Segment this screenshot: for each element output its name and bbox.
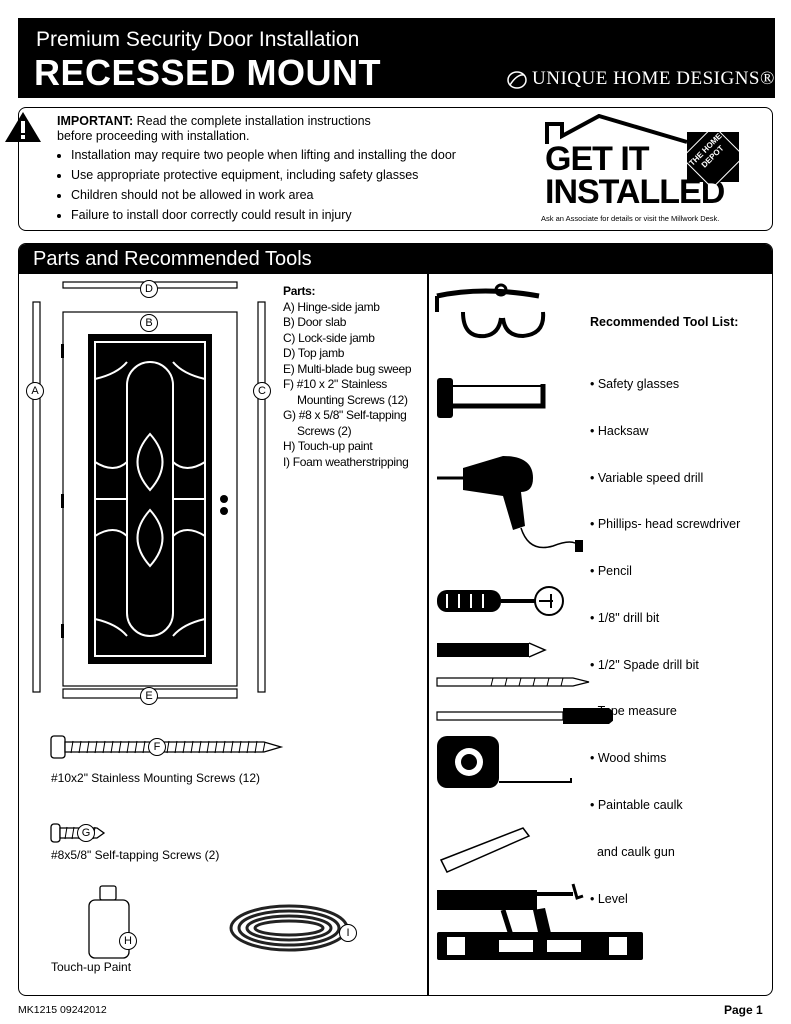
screw-f-caption: #10x2" Stainless Mounting Screws (12) — [51, 771, 261, 785]
brand-leaf-icon — [507, 71, 527, 89]
part-label-f: F — [148, 738, 166, 756]
document-code: MK1215 09242012 — [18, 1004, 107, 1016]
screw-g-caption: #8x5/8" Self-tapping Screws (2) — [51, 848, 220, 862]
get-it-installed-promo: GET IT INSTALLED THE HOME DEPOT Ask an A… — [537, 114, 763, 226]
home-depot-logo: THE HOME DEPOT — [681, 125, 745, 189]
tool-item: • Level — [590, 891, 628, 906]
parts-item: B) Door slab — [283, 315, 347, 329]
parts-item: I) Foam weatherstripping — [283, 454, 409, 469]
variable-speed-drill-icon — [437, 456, 583, 552]
touch-up-paint-bottle — [88, 885, 130, 959]
parts-item: D) Top jamb — [283, 346, 345, 360]
mounting-screw-illustration — [50, 735, 284, 759]
important-bullet: Children should not be allowed in work a… — [71, 188, 456, 203]
tool-item: • 1/2" Spade drill bit — [590, 657, 699, 672]
part-label-b: B — [140, 314, 158, 332]
tool-list: Recommended Tool List: • Safety glasses … — [590, 284, 740, 938]
header-banner: Premium Security Door Installation RECES… — [18, 18, 775, 98]
tool-item: • Pencil — [590, 564, 632, 579]
part-label-h: H — [119, 932, 137, 950]
door-parts-diagram — [32, 281, 266, 699]
important-bullet: Installation may require two people when… — [71, 148, 456, 163]
important-bullets: Installation may require two people when… — [57, 148, 456, 223]
tool-item: • Phillips- head screwdriver — [590, 517, 741, 532]
important-text: IMPORTANT: Read the complete installatio… — [57, 114, 456, 228]
part-label-e: E — [140, 687, 158, 705]
parts-item: Mounting Screws (12) — [297, 392, 408, 407]
part-label-g: G — [77, 824, 95, 842]
spade-drill-bit-icon — [436, 708, 613, 724]
tools-heading: Recommended Tool List: — [590, 315, 739, 330]
header-title: RECESSED MOUNT — [34, 52, 382, 93]
part-label-a: A — [26, 382, 44, 400]
section-title: Parts and Recommended Tools — [19, 244, 772, 274]
tool-item: • 1/8" drill bit — [590, 610, 660, 625]
tool-item: • Wood shims — [590, 751, 667, 766]
promo-line1: GET IT — [545, 140, 650, 178]
foam-weatherstripping-coil — [229, 904, 349, 952]
eighth-drill-bit-icon — [436, 677, 590, 687]
part-label-d: D — [140, 280, 158, 298]
safety-glasses-icon — [435, 283, 546, 339]
home-depot-badge-text: THE HOME DEPOT — [681, 125, 745, 189]
parts-item: G) #8 x 5/8" Self-tapping — [283, 408, 407, 422]
tool-item: • Safety glasses — [590, 376, 680, 391]
phillips-screwdriver-icon — [437, 586, 564, 616]
column-divider — [427, 274, 429, 995]
promo-note: Ask an Associate for details or visit th… — [541, 214, 720, 223]
wood-shim-icon — [439, 827, 531, 873]
parts-item: H) Touch-up paint — [283, 439, 373, 453]
part-label-i: I — [339, 924, 357, 942]
tape-measure-icon — [437, 736, 572, 788]
pencil-icon — [437, 642, 547, 658]
paint-caption: Touch-up Paint — [51, 960, 132, 974]
tool-item: and caulk gun — [590, 844, 675, 859]
tool-item: • Paintable caulk — [590, 798, 683, 812]
parts-item: C) Lock-side jamb — [283, 330, 375, 345]
important-lead-text-2: before proceeding with installation. — [57, 129, 250, 143]
tool-item: • Tape measure — [590, 704, 677, 719]
parts-list: Parts: A) Hinge-side jamb B) Door slab C… — [283, 284, 412, 470]
level-icon — [437, 932, 643, 960]
hacksaw-icon — [437, 378, 546, 418]
house-roof-icon — [545, 114, 688, 144]
parts-item: Screws (2) — [297, 423, 352, 438]
part-label-c: C — [253, 382, 271, 400]
important-lead: IMPORTANT: — [57, 114, 134, 128]
important-bullet: Use appropriate protective equipment, in… — [71, 168, 456, 183]
parts-item: F) #10 x 2" Stainless — [283, 377, 388, 391]
page-number: Page 1 — [724, 1003, 763, 1017]
important-lead-text: Read the complete installation instructi… — [133, 114, 371, 128]
tool-illustrations — [435, 283, 613, 958]
parts-heading: Parts: — [283, 284, 316, 298]
important-bullet: Failure to install door correctly could … — [71, 208, 456, 223]
warning-icon — [5, 112, 41, 142]
brand-name: UNIQUE HOME DESIGNS® — [532, 68, 775, 89]
header-subtitle: Premium Security Door Installation — [36, 28, 360, 51]
tool-item: • Variable speed drill — [590, 470, 704, 485]
parts-item: E) Multi-blade bug sweep — [283, 361, 412, 376]
parts-item: A) Hinge-side jamb — [283, 299, 380, 314]
tool-item: • Hacksaw — [590, 423, 649, 438]
important-notice: IMPORTANT: Read the complete installatio… — [5, 107, 773, 231]
parts-tools-section: Parts and Recommended Tools — [18, 243, 773, 996]
